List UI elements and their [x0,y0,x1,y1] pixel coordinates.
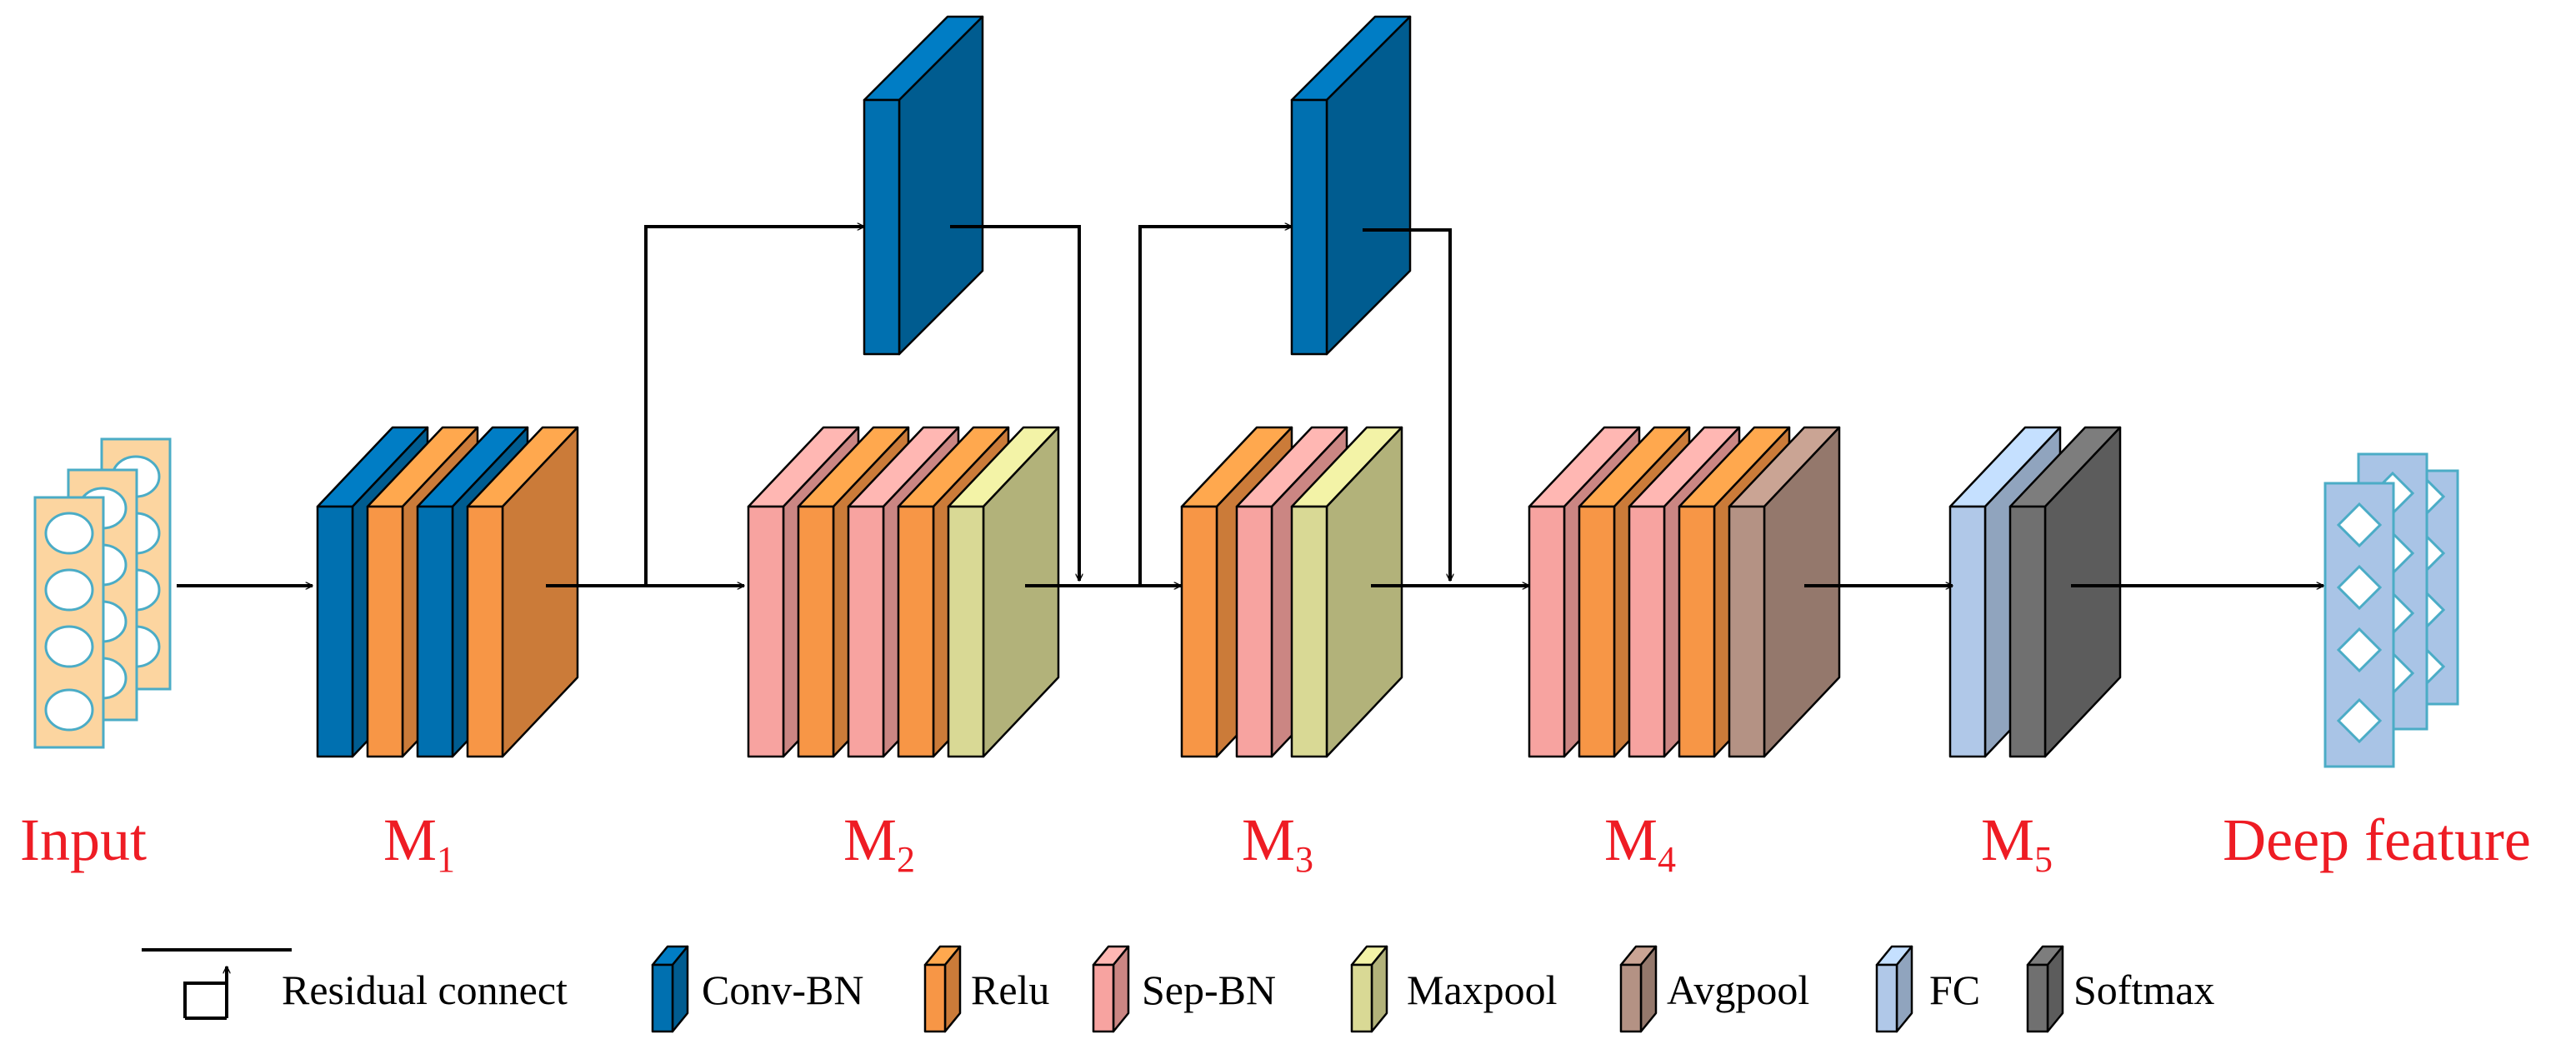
legend-items: Conv-BN Relu Sep-BN Maxpool Avgpool FC Softmax [651,945,2214,1033]
residual-branch-2-in [1138,227,1292,586]
legend-swatch-relu [923,945,962,1033]
layer-blocks [316,15,2122,758]
feature-diamond [2336,564,2383,611]
legend-label-maxpool: Maxpool [1407,967,1558,1013]
legend-swatch-avgpool [1619,945,1658,1033]
legend-residual-label: Residual connect [282,967,568,1013]
flow-arrows [177,227,2323,586]
input-circle [44,625,94,668]
m1-block-relu [466,426,579,758]
label-m5: M5 [1981,807,2053,880]
m5-block-softmax [2008,426,2122,758]
residual-branch-2-out [1363,228,1450,581]
legend-swatch-softmax [2026,945,2064,1033]
legend-label-relu: Relu [971,967,1049,1013]
label-m3: M3 [1242,807,1313,880]
legend-label-softmax: Softmax [2073,967,2214,1013]
stage-labels: Input M1 M2 M3 M4 M5 Deep feature [20,807,2531,880]
feature-diamond [2336,627,2383,673]
legend-swatch-sep [1092,945,1130,1033]
input-stack [33,437,172,749]
label-m4: M4 [1604,807,1676,880]
input-circle [44,512,94,555]
label-deep-feature: Deep feature [2223,807,2531,873]
deep-feature-stack [2323,452,2459,768]
legend-swatch-conv [651,945,689,1033]
legend-label-conv: Conv-BN [702,967,863,1013]
feature-diamond [2336,502,2383,548]
residual-conv-block-2 [1290,15,1412,356]
label-input: Input [20,807,147,873]
feature-diamond [2336,697,2383,744]
m2-block-maxpool [947,426,1060,758]
legend-label-avgpool: Avgpool [1667,967,1809,1013]
legend-label-sep: Sep-BN [1142,967,1276,1013]
legend-swatch-maxpool [1350,945,1388,1033]
label-m1: M1 [383,807,455,880]
legend-label-fc: FC [1929,967,1980,1013]
legend-swatch-fc [1875,945,1913,1033]
input-circle [44,568,94,612]
legend: Residual connect Conv-BN Relu Sep-BN Maxpoo… [142,945,2214,1033]
label-m2: M2 [843,807,915,880]
residual-branch-1-out [950,225,1079,581]
m3-block-maxpool [1290,426,1403,758]
residual-conv-block-1 [863,15,984,356]
input-circle [44,688,94,732]
residual-branch-1-in [644,227,864,586]
residual-connect-icon [142,948,292,1020]
m4-block-avgpool [1728,426,1841,758]
